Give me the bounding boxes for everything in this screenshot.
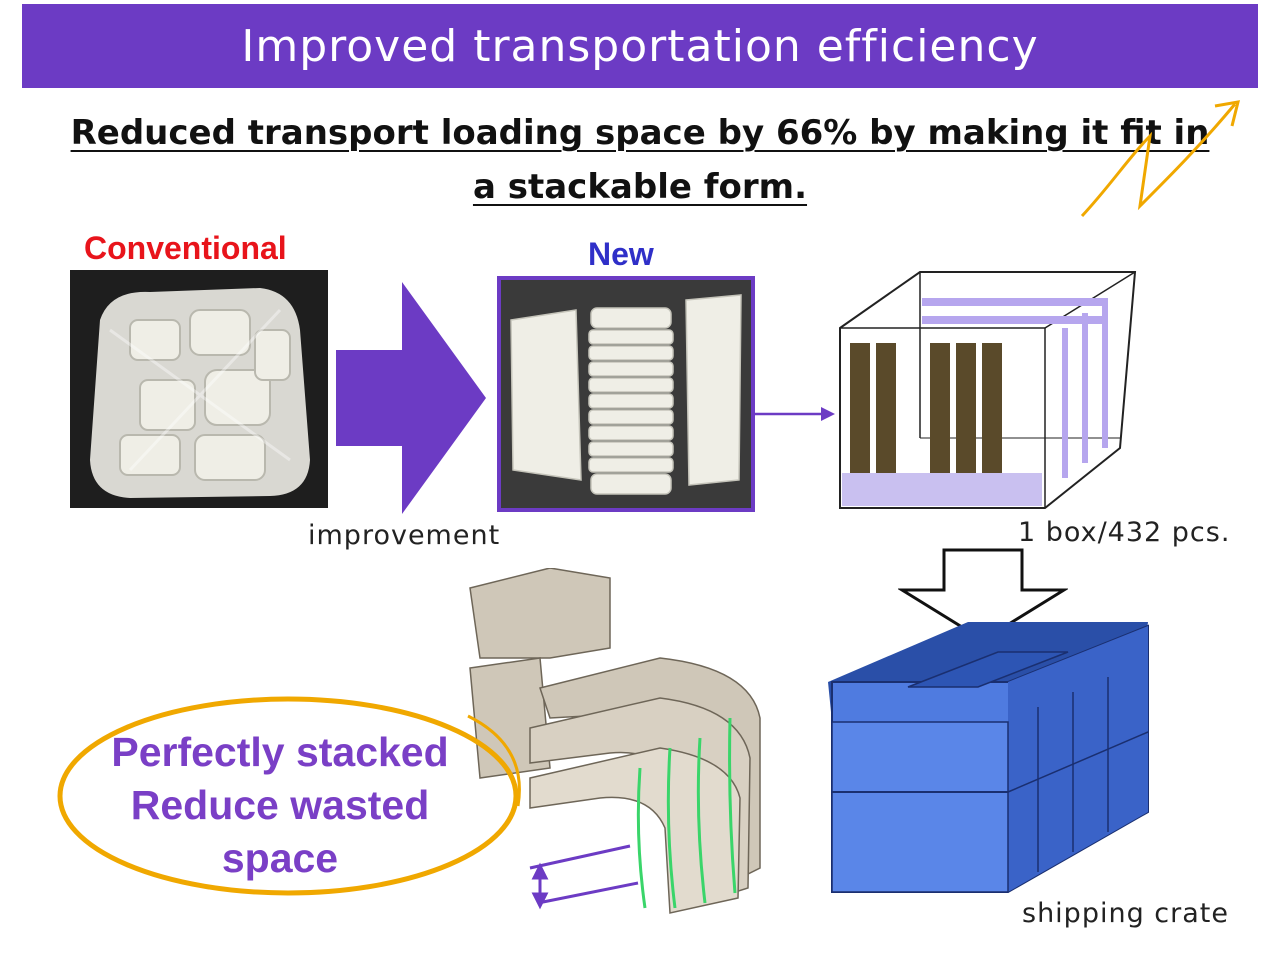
headline-line-2: a stackable form. [472, 167, 808, 207]
callout-line-2: Reduce wasted [130, 782, 430, 828]
callout-text: Perfectly stacked Reduce wasted space [80, 726, 480, 885]
callout-line-1: Perfectly stacked [111, 729, 449, 775]
arrow-right-thin-icon [755, 407, 835, 421]
arrow-right-icon [336, 282, 486, 514]
new-photo [497, 276, 755, 512]
conventional-photo [70, 270, 328, 508]
box-count-label: 1 box/432 pcs. [1018, 517, 1231, 548]
stacked-part-cross-section [469, 568, 761, 914]
shipping-crate-illustration [828, 622, 1149, 893]
shipping-crate-label: shipping crate [1022, 898, 1229, 929]
improvement-label: improvement [308, 520, 501, 551]
packing-box-illustration [839, 271, 1137, 509]
new-label: New [588, 236, 654, 272]
zigzag-arrow-icon [1080, 100, 1241, 218]
conventional-label: Conventional [84, 230, 287, 266]
title-bar: Improved transportation efficiency [22, 4, 1258, 88]
arrow-down-icon [898, 548, 1068, 642]
callout-ellipse [57, 696, 521, 896]
headline-line-1: Reduced transport loading space by 66% b… [70, 113, 1210, 153]
headline: Reduced transport loading space by 66% b… [0, 106, 1280, 214]
callout-line-3: space [221, 835, 339, 881]
page-title: Improved transportation efficiency [241, 20, 1039, 72]
